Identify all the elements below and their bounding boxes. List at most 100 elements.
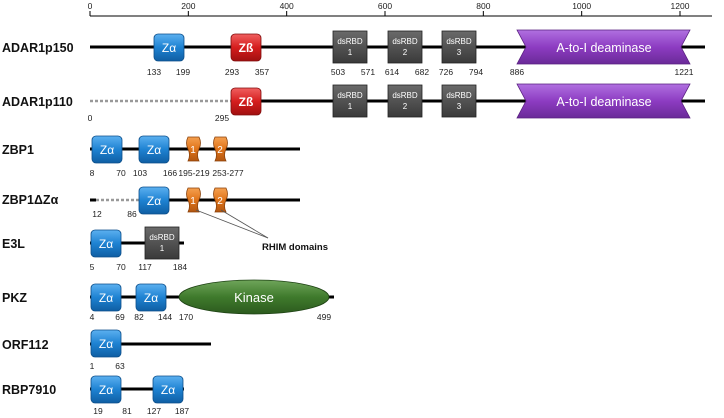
za-domain: Zα [138,186,170,215]
residue-label: 614 [385,67,399,77]
protein-row-e3l: E3L Zα 5 70 dsRBD 1 117 184 [2,226,187,272]
domain-number: 2 [403,102,408,111]
residue-label: 144 [158,312,172,322]
protein-row-orf112: ORF112 Zα 1 63 [2,329,211,371]
domain-label: dsRBD [392,91,418,100]
deaminase-domain: A-to-I deaminase [516,29,691,65]
residue-label: 794 [469,67,483,77]
axis-tick-label: 600 [378,1,392,11]
dsrbd-domain: dsRBD 2 [387,84,423,118]
protein-row-adar1p150: ADAR1p150 Zα 133 199 Zß 293 357 dsRBD 1 … [2,29,705,77]
domain-label: A-to-I deaminase [556,95,651,109]
axis-tick-label: 800 [476,1,490,11]
za-domain: Zα [90,375,122,404]
protein-name: RBP7910 [2,383,56,397]
zb-domain: Zß [230,33,262,62]
rhim-domain: 2 [213,187,228,213]
domain-label: Zα [99,383,113,397]
protein-row-pkz: PKZ Zα 4 69 Zα 82 144 Kinase 170 499 [2,279,334,322]
domain-label: Zα [144,291,158,305]
za-domain: Zα [138,135,170,164]
residue-label: 19 [93,406,103,416]
domain-number: 1 [348,48,353,57]
residue-label: 70 [116,262,126,272]
residue-label: 117 [138,262,152,272]
residue-label: 184 [173,262,187,272]
residue-label: 571 [361,67,375,77]
residue-label: 187 [175,406,189,416]
domain-label: Zα [161,383,175,397]
domain-label: Zα [99,237,113,251]
residue-label: 8 [90,168,95,178]
residue-label: 0 [88,113,93,123]
residue-label: 726 [439,67,453,77]
rhim-domain: 1 [186,187,201,213]
rhim-domain: 2 [213,136,228,162]
residue-label: 886 [510,67,524,77]
domain-label: dsRBD [337,91,363,100]
residue-label: 133 [147,67,161,77]
protein-name: ADAR1p110 [2,95,73,109]
domain-label: 1 [190,196,196,207]
rhim-pointer-line [195,209,269,239]
deaminase-domain: A-to-I deaminase [516,83,691,119]
za-domain: Zα [152,375,184,404]
rhim-annotation: RHIM domains [262,242,328,253]
dsrbd-domain: dsRBD 1 [144,226,180,260]
position-axis: 0 200 400 600 800 1000 1200 [88,1,712,17]
domain-label: dsRBD [446,91,472,100]
protein-name: ADAR1p150 [2,41,74,55]
residue-label: 199 [176,67,190,77]
domain-label: dsRBD [149,233,175,242]
residue-label: 127 [147,406,161,416]
dsrbd-domain: dsRBD 3 [441,30,477,64]
protein-name: ORF112 [2,338,49,352]
domain-label: A-to-I deaminase [556,41,651,55]
protein-name: E3L [2,237,25,251]
domain-label: Zß [239,95,254,109]
za-domain: Zα [90,283,122,312]
residue-label: 499 [317,312,331,322]
domain-label: 1 [190,145,196,156]
domain-number: 1 [348,102,353,111]
residue-label: 12 [92,209,102,219]
residue-label: 166 [163,168,177,178]
axis-tick-label: 1000 [572,1,591,11]
domain-label: dsRBD [446,37,472,46]
domain-number: 3 [457,48,462,57]
residue-label: 503 [331,67,345,77]
residue-label: 295 [215,113,229,123]
residue-label: 81 [122,406,132,416]
residue-label: 253-277 [212,168,243,178]
residue-label: 1 [90,361,95,371]
dsrbd-domain: dsRBD 3 [441,84,477,118]
dsrbd-domain: dsRBD 1 [332,30,368,64]
domain-label: Zß [239,41,254,55]
residue-label: 103 [133,168,147,178]
protein-row-rbp7910: RBP7910 Zα 19 81 Zα 127 187 [2,375,189,416]
residue-label: 82 [134,312,144,322]
domain-number: 2 [403,48,408,57]
rhim-pointer-line [220,209,269,239]
axis-tick-label: 0 [88,1,93,11]
residue-label: 293 [225,67,239,77]
residue-label: 357 [255,67,269,77]
za-domain: Zα [91,135,123,164]
residue-label: 170 [179,312,193,322]
residue-label: 682 [415,67,429,77]
za-domain: Zα [135,283,167,312]
domain-label: Zα [100,143,114,157]
protein-row-zbp1-delta-za: ZBP1ΔZα Zα 1 2 12 86 RHIM domains [2,186,328,253]
domain-label: Kinase [234,290,274,305]
protein-row-adar1p110: ADAR1p110 Zß dsRBD 1 dsRBD 2 dsRBD 3 A-t… [2,83,705,123]
domain-label: dsRBD [337,37,363,46]
domain-label: 2 [217,145,223,156]
za-domain: Zα [90,229,122,258]
domain-label: Zα [147,143,161,157]
protein-name: ZBP1ΔZα [2,193,59,207]
residue-label: 69 [115,312,125,322]
residue-label: 63 [115,361,125,371]
dsrbd-domain: dsRBD 1 [332,84,368,118]
protein-name: ZBP1 [2,143,34,157]
rhim-domain: 1 [186,136,201,162]
